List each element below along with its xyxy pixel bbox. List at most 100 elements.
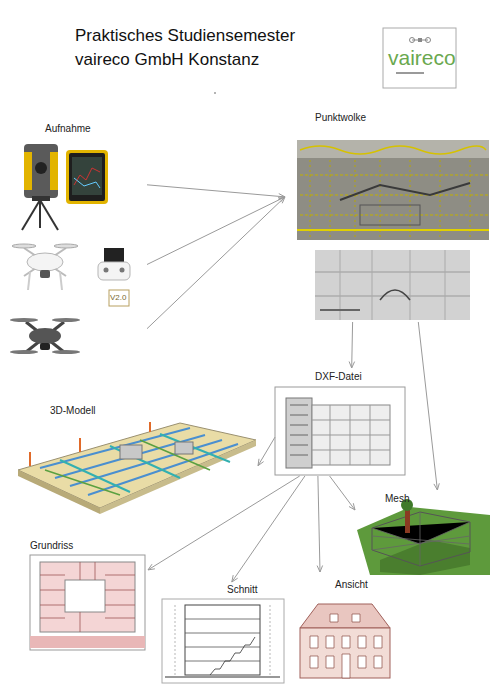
laser-scanner: [22, 200, 40, 230]
3d-model-image: [175, 442, 193, 454]
elevation-node: Ansicht: [295, 572, 395, 682]
laser-scanner: [35, 162, 47, 174]
section-drawing: [162, 599, 284, 683]
node-label: Punktwolke: [315, 112, 366, 124]
version-badge: [109, 290, 129, 306]
scan-image: [315, 250, 470, 320]
arrow-line: [330, 476, 355, 510]
node-label: Ansicht: [335, 579, 368, 591]
laser-scanner: [39, 200, 41, 228]
dark-drone: [10, 350, 38, 354]
model-node: 3D-Modell: [15, 403, 258, 513]
scan-image: [320, 309, 360, 311]
arrow-line: [148, 476, 300, 570]
laser-scanner: [40, 200, 58, 230]
arrow-line: [232, 476, 305, 582]
3d-model-image: [30, 422, 150, 466]
flow-arrow: [330, 476, 355, 510]
dxf-drawing: [286, 398, 312, 468]
point-cloud-image: [300, 146, 486, 154]
elevation-drawing: [330, 614, 360, 622]
arrow-line: [349, 322, 355, 368]
white-drone: [40, 270, 50, 278]
point-cloud-image: [310, 160, 470, 238]
mesh-image: [357, 507, 490, 575]
arrow-line: [147, 197, 285, 329]
dark-drone: [52, 350, 80, 354]
dark-drone: [29, 328, 61, 344]
floor-plan-image: [30, 636, 145, 648]
tablet: [72, 157, 102, 195]
point-cloud-image: [360, 205, 420, 225]
flow-arrow: [232, 476, 305, 582]
scan-image: [380, 290, 410, 300]
3d-model-image: [18, 422, 256, 514]
logo-frame: [396, 72, 424, 74]
tablet: [66, 150, 108, 204]
arrow-line: [317, 476, 323, 572]
white-drone: [28, 272, 30, 290]
remote-controller: [104, 248, 124, 262]
point-cloud-image: [340, 183, 470, 200]
node-label: Aufnahme: [45, 123, 91, 135]
elevation-drawing: [300, 628, 390, 678]
dxf-node: DXF-Datei: [275, 368, 405, 476]
white-drone: [27, 253, 63, 271]
section-drawing: [185, 605, 260, 675]
dxf-drawing: [275, 387, 405, 475]
floor-plan-image: [30, 555, 145, 650]
3d-model-image: [45, 440, 210, 495]
flow-arrow: [349, 322, 355, 368]
floor-plan-image: [40, 562, 135, 632]
white-drone: [12, 244, 78, 290]
dark-drone: [26, 322, 64, 352]
white-drone: [54, 244, 78, 248]
laser-scanner: [24, 152, 32, 190]
dark-drone: [26, 322, 64, 352]
node-label: Grundriss: [30, 540, 73, 552]
scan-image: [315, 272, 470, 296]
tablet: [69, 153, 105, 201]
white-drone: [12, 244, 36, 248]
point-cloud-image: [297, 140, 489, 240]
arrow-line: [418, 322, 439, 490]
elevation-drawing: [300, 604, 390, 628]
logo-frame: [418, 38, 422, 42]
flow-arrow: [148, 476, 300, 570]
tablet: [66, 150, 108, 204]
arrow-line: [147, 197, 285, 265]
remote-controller: [104, 268, 109, 273]
remote-controller: [120, 268, 125, 273]
laser-scanner: [32, 196, 50, 201]
arrow-line: [258, 437, 275, 466]
laser-scanner: [50, 152, 58, 190]
flow-arrow: [317, 476, 323, 572]
elevation-drawing: [300, 604, 390, 678]
elevation-drawing: [310, 636, 382, 678]
dark-drone: [10, 318, 80, 354]
mesh-node: Mesh: [355, 490, 490, 577]
section-drawing: [210, 637, 255, 675]
section-drawing: [185, 619, 260, 661]
flow-arrow: [147, 197, 285, 265]
flow-arrow: [258, 437, 275, 466]
laser-scanner: [22, 144, 58, 230]
mesh-image: [357, 499, 490, 575]
dxf-drawing: [275, 387, 405, 475]
dxf-drawing: [290, 405, 308, 455]
point-cloud-image: [297, 229, 489, 231]
flow-arrow: [147, 197, 285, 329]
dot: [214, 92, 216, 94]
dxf-drawing: [312, 405, 390, 465]
dark-drone: [52, 318, 80, 322]
node-label: Schnitt: [227, 584, 258, 596]
version-text: V2.0: [110, 293, 126, 303]
logo-frame: [383, 28, 456, 88]
floor-plan-image: [65, 580, 105, 612]
logo-frame: [426, 38, 431, 43]
logo-text: vaireco: [388, 46, 456, 69]
mesh-image: [372, 512, 470, 566]
arrow-line: [147, 185, 285, 199]
point-cloud-image: [300, 175, 488, 215]
